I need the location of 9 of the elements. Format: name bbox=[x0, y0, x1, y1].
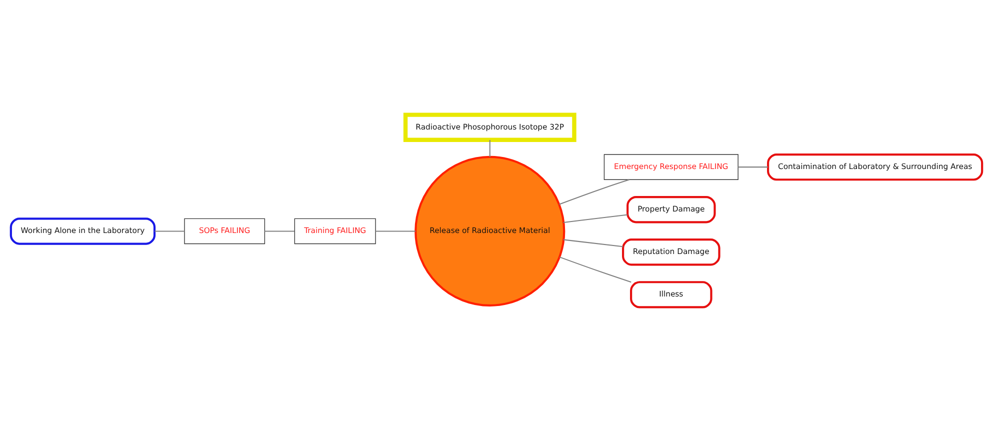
connector bbox=[489, 140, 490, 156]
connector bbox=[154, 230, 184, 232]
connector bbox=[559, 256, 632, 282]
connector bbox=[558, 178, 630, 204]
connector bbox=[264, 230, 295, 232]
connector bbox=[563, 214, 628, 222]
connector bbox=[563, 238, 624, 247]
connector bbox=[738, 166, 768, 168]
connector bbox=[376, 230, 416, 232]
